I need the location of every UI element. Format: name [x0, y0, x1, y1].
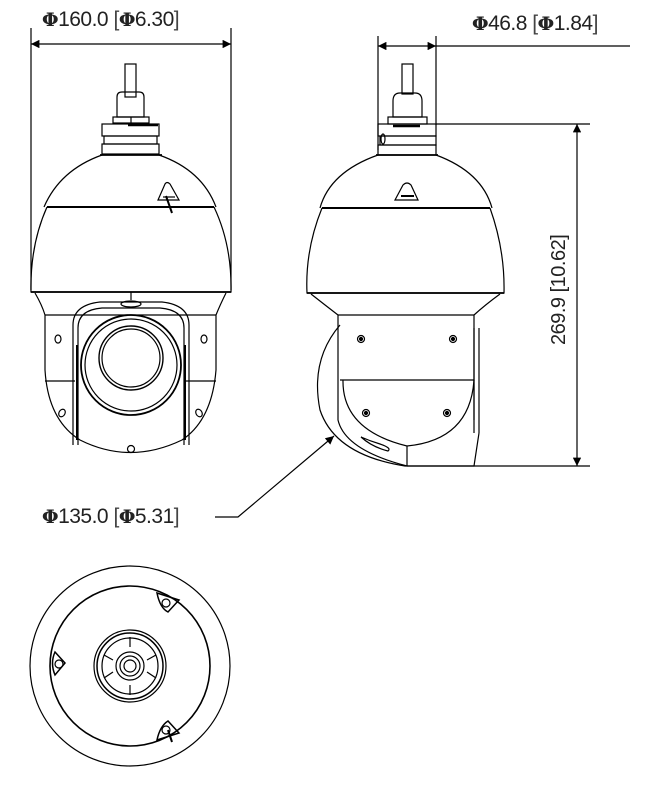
mount-diameter-inch: 1.84 — [553, 12, 593, 35]
phi-symbol: Φ — [472, 13, 489, 35]
phi-symbol: Φ — [537, 13, 555, 35]
pan-body-diameter-label: Φ135.0 [Φ5.31] — [42, 505, 180, 528]
front-view — [30, 28, 232, 454]
height-label: 269.9 [10.62] — [548, 234, 570, 345]
top-view — [29, 565, 231, 767]
phi-symbol: Φ — [42, 9, 59, 31]
phi-symbol: Φ — [118, 9, 136, 31]
phi-symbol: Φ — [42, 506, 59, 528]
phi-symbol: Φ — [118, 506, 136, 528]
pan-body-diameter-mm: 135.0 — [58, 505, 109, 528]
overall-diameter-inch: 6.30 — [134, 8, 174, 31]
mount-diameter-mm: 46.8 — [488, 12, 527, 35]
pan-body-diameter-inch: 5.31 — [134, 505, 174, 528]
side-view — [215, 36, 630, 518]
overall-diameter-mm: 160.0 — [58, 8, 109, 31]
overall-diameter-label: Φ160.0 [Φ6.30] — [42, 8, 180, 31]
mount-diameter-label: Φ46.8 [Φ1.84] — [472, 12, 598, 35]
